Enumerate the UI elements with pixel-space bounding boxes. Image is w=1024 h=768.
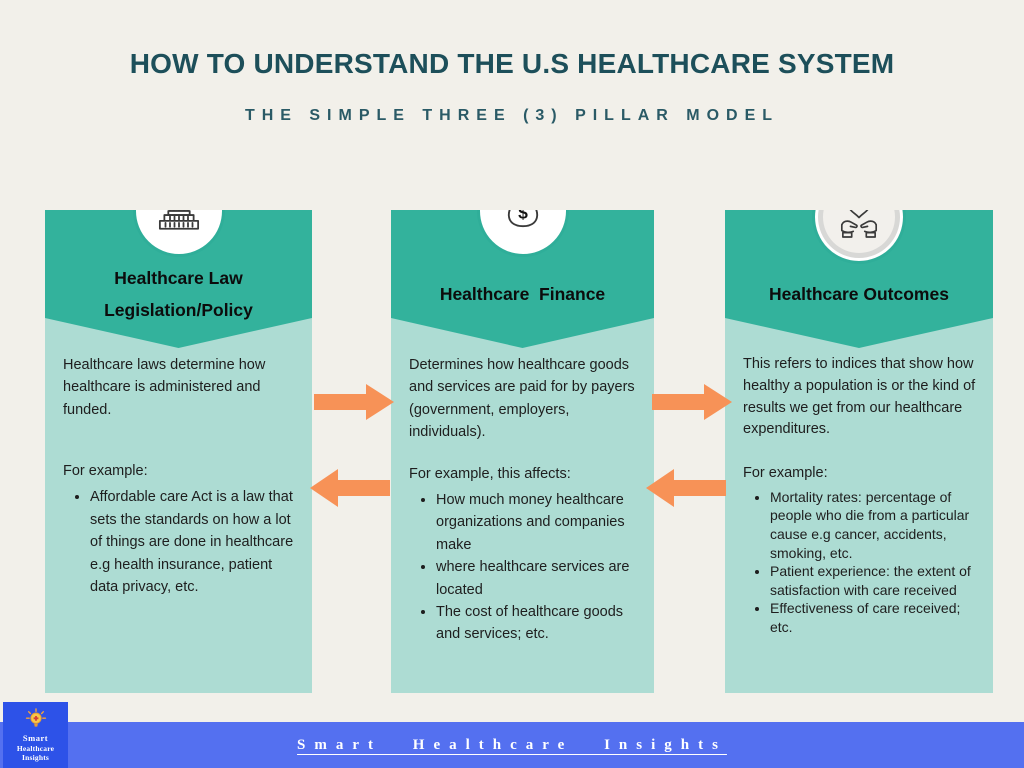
pillar-outcomes-icon-circle — [812, 210, 906, 264]
pillar-finance-title-line1: Healthcare Finance — [439, 284, 606, 305]
capitol-icon — [158, 210, 199, 230]
bullet-item: Mortality rates: percentage of people wh… — [770, 488, 978, 562]
hands-heart-icon — [840, 210, 878, 238]
logo-text-line1: Smart — [22, 733, 49, 743]
bullet-item: Patient experience: the extent of satisf… — [770, 562, 978, 599]
pillar-outcomes-bullet-list: Mortality rates: percentage of people wh… — [743, 488, 978, 637]
arrow-left-finance-to-law — [310, 469, 390, 512]
pillar-finance-description: Determines how healthcare goods and serv… — [409, 357, 635, 441]
pillar-law-description: Healthcare laws determine how healthcare… — [63, 357, 266, 418]
arrow-left-outcomes-to-finance — [646, 469, 726, 512]
pillar-finance-bullet-list: How much money healthcare organizations … — [409, 489, 639, 646]
pillar-outcomes-description: This refers to indices that show how hea… — [743, 356, 976, 438]
logo-text-line2: Healthcare Insights — [16, 744, 55, 762]
bullet-item: Effectiveness of care received; etc. — [770, 599, 978, 636]
pillar-outcomes-body: This refers to indices that show how hea… — [725, 318, 993, 693]
pillar-law-title-line2: Legislation/Policy — [104, 300, 253, 320]
bullet-item: Affordable care Act is a law that sets t… — [90, 486, 297, 598]
pillar-finance-icon-circle: $ — [476, 203, 569, 257]
pillar-outcomes-header: Healthcare Outcomes — [725, 210, 993, 348]
main-title: HOW TO UNDERSTAND THE U.S HEALTHCARE SYS… — [129, 48, 895, 79]
pillar-outcomes-title: Healthcare Outcomes — [769, 279, 949, 311]
lightbulb-icon — [25, 708, 46, 727]
pillar-law-icon-circle — [132, 210, 225, 257]
footer-bar: Smart Healthcare Insights — [0, 722, 1024, 768]
pillar-finance: $ Healthcare Finance Determines how heal… — [391, 210, 654, 693]
svg-text:$: $ — [518, 203, 528, 223]
pillar-law-bullet-list: Affordable care Act is a law that sets t… — [63, 486, 297, 598]
logo-badge: Smart Healthcare Insights — [3, 702, 68, 768]
pillar-law: Healthcare Law Legislation/Policy Health… — [45, 210, 312, 693]
bullet-item: The cost of healthcare goods and service… — [436, 601, 639, 646]
pillar-finance-header: $ Healthcare Finance — [391, 210, 654, 348]
bullet-item: How much money healthcare organizations … — [436, 489, 639, 556]
pillar-outcomes-example-label: For example: — [743, 465, 828, 481]
bullet-item: where healthcare services are located — [436, 556, 639, 601]
pillar-law-title: Healthcare Law Legislation/Policy — [104, 263, 253, 327]
pillar-finance-body: Determines how healthcare goods and serv… — [391, 318, 654, 693]
pillar-law-title-line1: Healthcare Law — [114, 268, 243, 289]
pillar-outcomes: Healthcare Outcomes This refers to indic… — [725, 210, 993, 693]
brand-link[interactable]: Smart Healthcare Insights — [297, 736, 727, 753]
subtitle: THE SIMPLE THREE (3) PILLAR MODEL — [244, 107, 780, 124]
pillar-finance-example-label: For example, this affects: — [409, 465, 571, 482]
pillar-law-body: Healthcare laws determine how healthcare… — [45, 318, 312, 693]
pillar-finance-title: Healthcare Finance — [440, 279, 605, 311]
money-bag-icon: $ — [507, 203, 538, 228]
arrow-right-law-to-finance — [314, 384, 394, 425]
pillar-outcomes-title-line1: Healthcare Outcomes — [769, 284, 949, 305]
pillar-law-example-label: For example: — [63, 463, 148, 480]
pillar-law-header: Healthcare Law Legislation/Policy — [45, 210, 312, 348]
arrow-right-finance-to-outcomes — [652, 384, 732, 425]
